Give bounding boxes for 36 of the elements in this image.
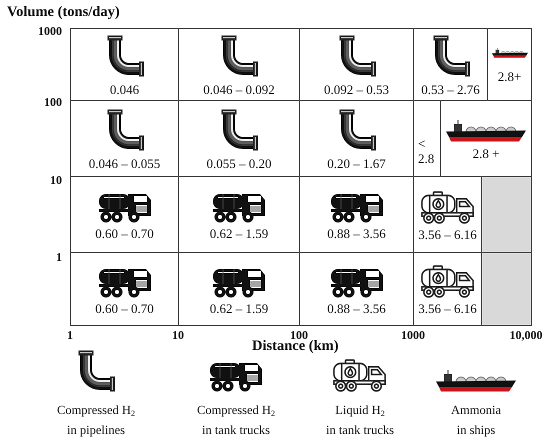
cost-range: < 2.8 (418, 137, 436, 167)
axis-tick-label: 10 (50, 173, 62, 187)
axis-tick-label: 100 (44, 95, 62, 109)
cost-range: 0.88 – 3.56 (327, 302, 386, 316)
grid-cell (70, 28, 179, 101)
cost-range: 3.56 – 6.16 (418, 302, 477, 317)
cost-range: 0.60 – 0.70 (95, 227, 154, 242)
axis-tick-label: 10,000 (510, 328, 542, 342)
cost-range: 0.046 (110, 83, 140, 98)
cost-range: 0.62 – 1.59 (210, 302, 268, 316)
axis-tick-label: 1 (67, 328, 73, 342)
cost-range: 0.092 – 0.53 (324, 83, 389, 98)
cost-range: 0.055 – 0.20 (206, 157, 272, 172)
legend-label: Ammonia in ships (451, 402, 501, 439)
cost-range: 2.8+ (498, 70, 522, 85)
grid-cell (70, 252, 179, 326)
axis-tick-label: 1000 (401, 328, 425, 342)
legend-label: Compressed H$_{2}$ in tank trucks (196, 402, 275, 439)
legend-label: Compressed H$_{2}$ in pipelines (56, 402, 135, 439)
cost-range: 0.046 – 0.055 (88, 157, 160, 172)
cost-range: 0.60 – 0.70 (95, 302, 154, 316)
axis-tick-label: 1000 (38, 24, 62, 38)
legend-label: Liquid H$_{2}$ in tank trucks (326, 402, 394, 439)
cost-range: 0.53 – 2.76 (421, 83, 480, 98)
cost-range: 0.88 – 3.56 (327, 227, 386, 242)
axis-tick-label: 10 (172, 328, 184, 342)
cost-range: 0.046 – 0.092 (203, 83, 275, 98)
cost-range: 3.56 – 6.16 (418, 228, 477, 242)
axis-tick-label: 1 (56, 250, 62, 264)
axis-title: Volume (tons/day) (7, 4, 120, 20)
cost-range: 0.20 – 1.67 (327, 157, 386, 172)
shaded-cell (481, 176, 532, 253)
shaded-cell (481, 252, 532, 326)
grid-cell (487, 28, 532, 101)
cost-range: 0.62 – 1.59 (210, 227, 268, 242)
cost-range: 2.8 + (472, 146, 500, 162)
